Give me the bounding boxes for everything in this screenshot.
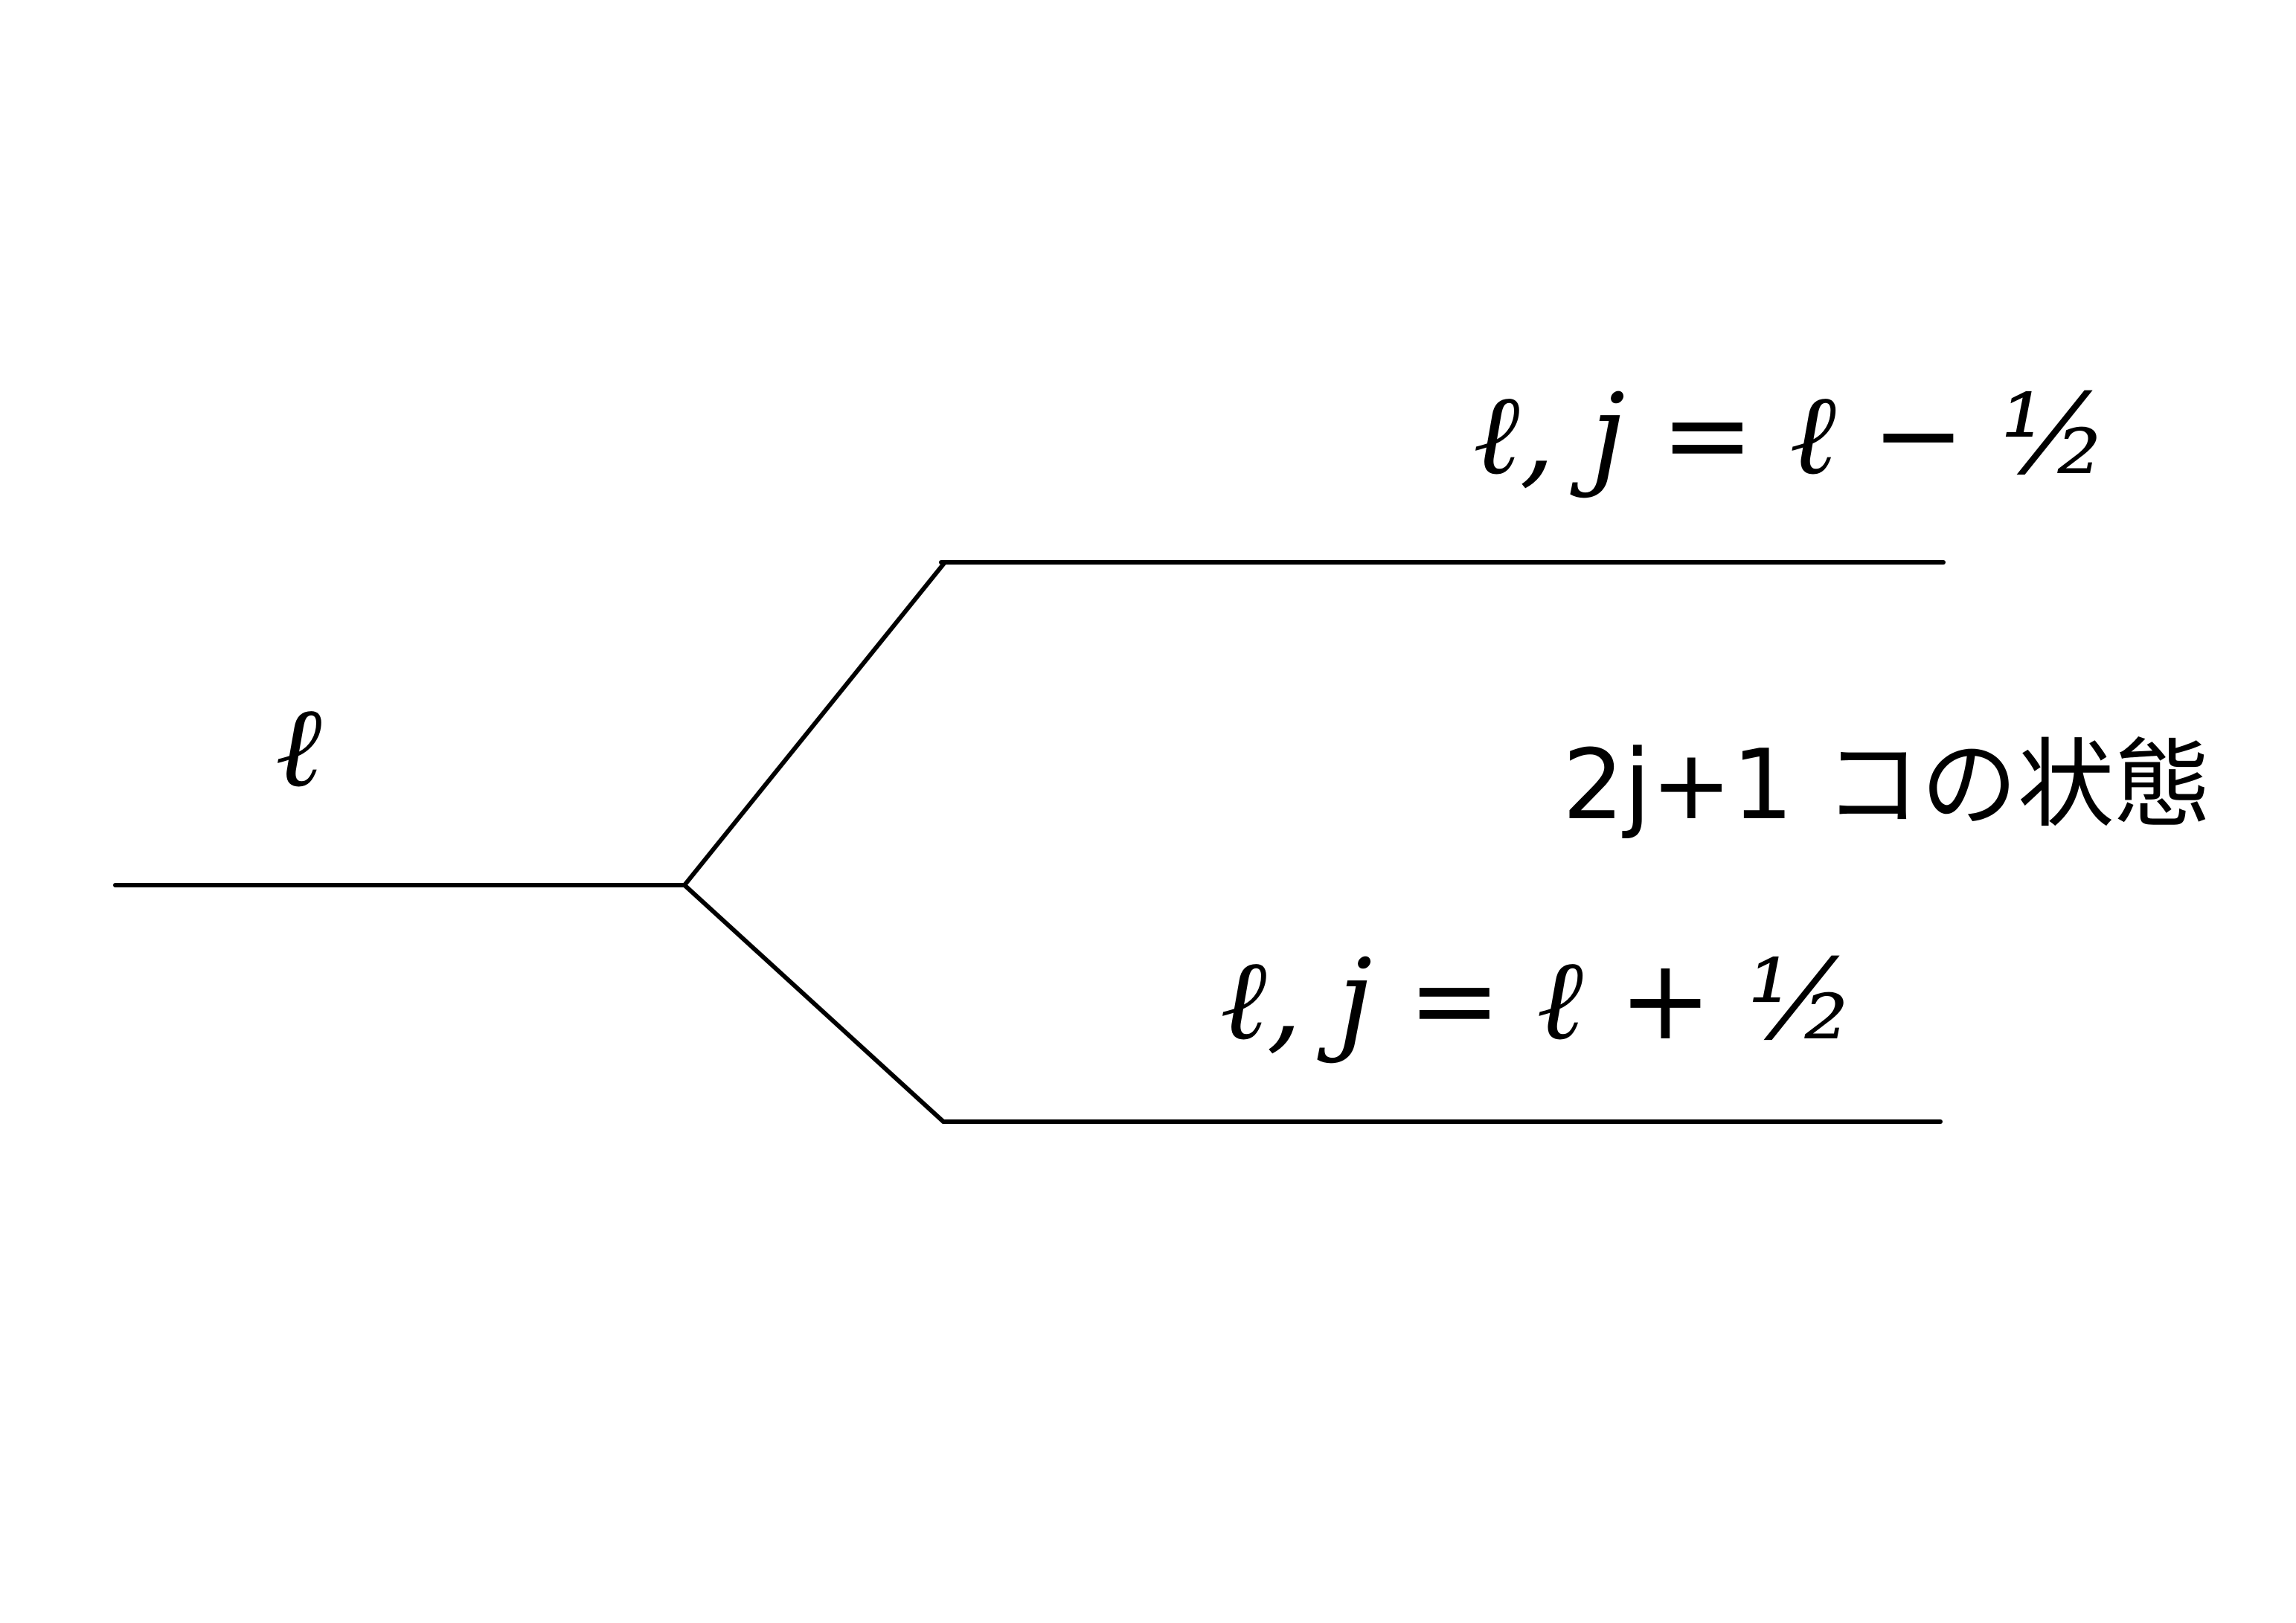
lower-level-label: ℓ, j = ℓ + ½ — [1220, 936, 1856, 1065]
unsplit-level-label: ℓ — [275, 683, 322, 812]
degeneracy-label: 2j+1 コの状態 — [1562, 728, 2211, 841]
upper-connector-line — [682, 560, 947, 887]
lower-connector-line — [682, 883, 946, 1124]
upper-level-label: ℓ, j = ℓ − ½ — [1473, 370, 2109, 500]
